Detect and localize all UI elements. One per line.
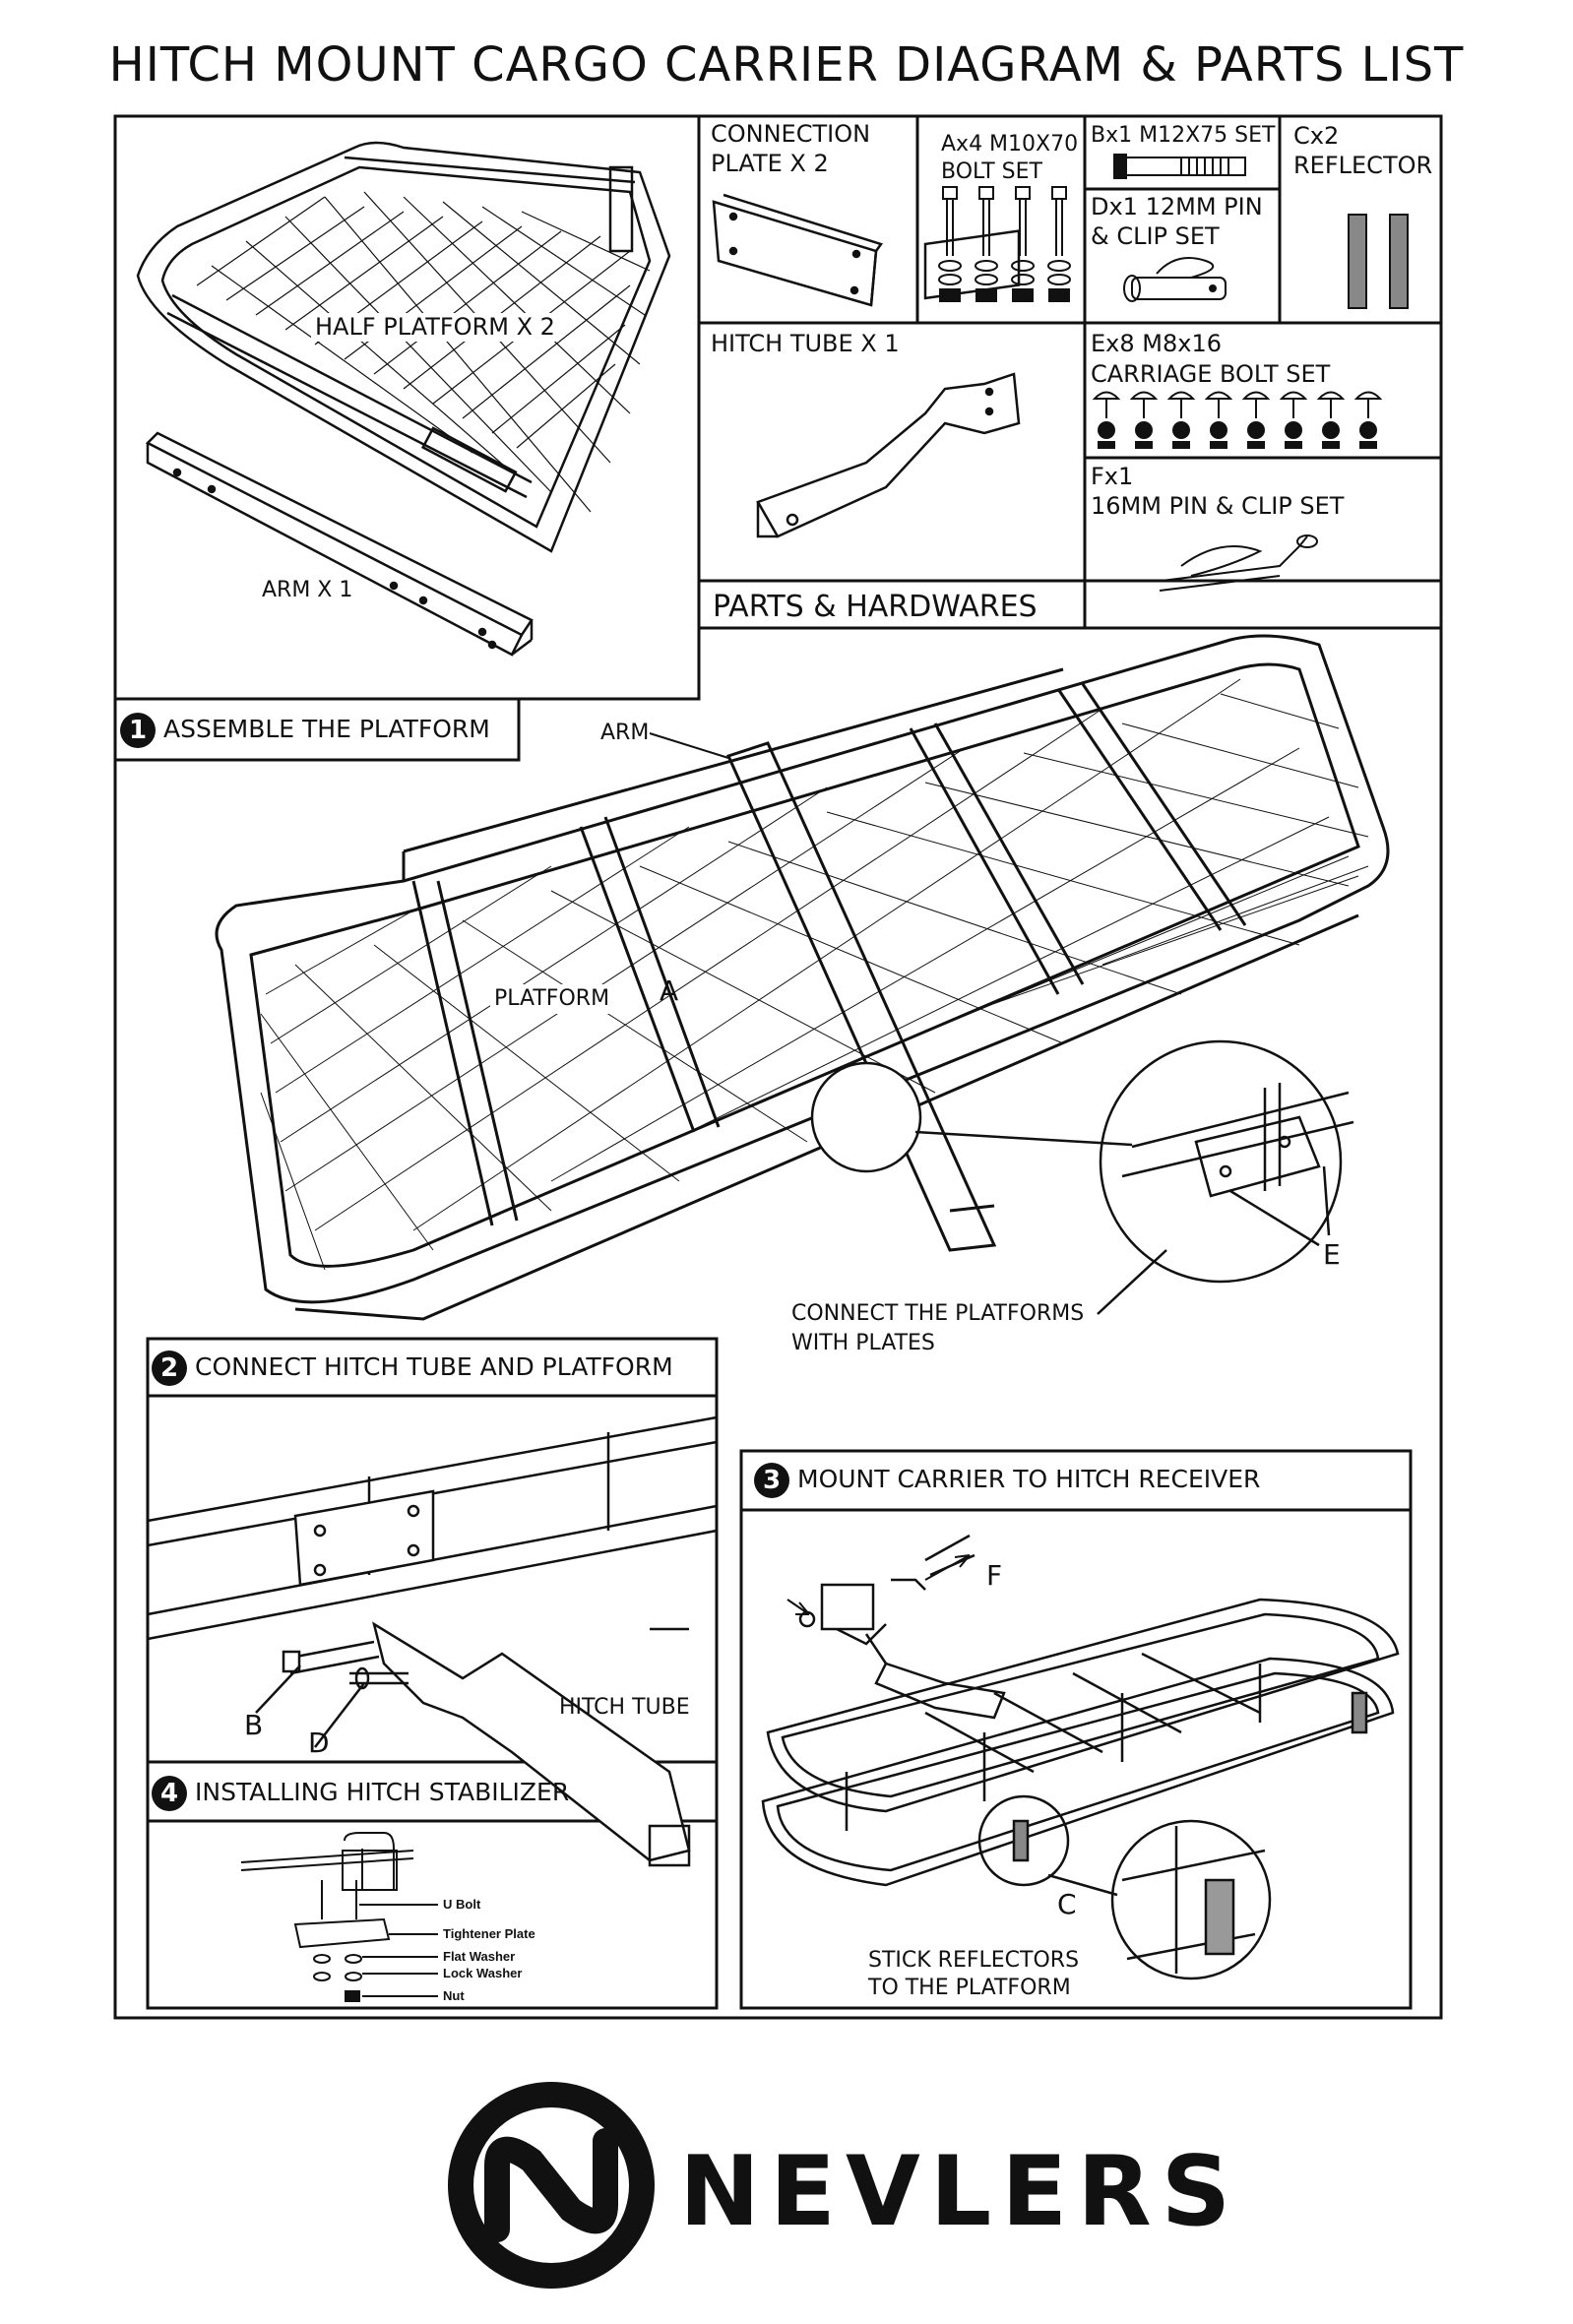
step4-heading: 4 INSTALLING HITCH STABILIZER — [152, 1774, 569, 1811]
detail-circles — [810, 1039, 1343, 1284]
brand-wordmark: NEVLERS — [679, 2136, 1241, 2248]
pin-f-label-2: 16MM PIN & CLIP SET — [1091, 492, 1345, 520]
carriage-bolt-e-drawing — [1092, 391, 1381, 450]
c-callout: C — [1057, 1888, 1077, 1920]
connect-caption-2: WITH PLATES — [791, 1331, 935, 1355]
step2-heading: 2 CONNECT HITCH TUBE AND PLATFORM — [152, 1349, 673, 1386]
parts-hardwares-heading: PARTS & HARDWARES — [713, 590, 1038, 624]
step2-number: 2 — [152, 1350, 187, 1386]
hitch-tube-part-label: HITCH TUBE X 1 — [711, 330, 900, 357]
step3-panel — [739, 1449, 1413, 2010]
bolt-b-label: Bx1 M12X75 SET — [1091, 123, 1276, 148]
step2-drawing — [147, 1415, 718, 1867]
connection-plate-drawing — [712, 193, 884, 307]
main-platform-mesh — [260, 678, 1369, 1271]
step2-title: CONNECT HITCH TUBE AND PLATFORM — [195, 1352, 673, 1381]
half-platform-drawing — [136, 141, 671, 553]
u-bolt-label: U Bolt — [443, 1897, 481, 1912]
pin-f-drawing — [1159, 534, 1318, 592]
arm-drawing — [145, 431, 534, 657]
bolt-b-drawing — [1113, 154, 1246, 179]
connection-plate-label-1: CONNECTION — [711, 120, 871, 148]
reflector-c-label-2: REFLECTOR — [1293, 152, 1433, 179]
a-callout: A — [660, 974, 679, 1007]
b-callout: B — [244, 1709, 264, 1741]
hitch-tube-drawing — [756, 229, 1021, 538]
outer-frame — [113, 114, 1443, 2020]
f-callout: F — [986, 1559, 1003, 1592]
half-platform-mesh — [196, 191, 651, 513]
step1-number: 1 — [120, 713, 156, 748]
bolt-a-drawing — [938, 186, 1071, 302]
platform-callout: PLATFORM — [490, 984, 614, 1014]
carriage-bolt-e-label-2: CARRIAGE BOLT SET — [1091, 360, 1331, 388]
nut-label: Nut — [443, 1988, 465, 2003]
step2-panel — [146, 1337, 719, 2010]
step1-title: ASSEMBLE THE PLATFORM — [163, 715, 490, 743]
pin-f-label-1: Fx1 — [1091, 463, 1134, 490]
reflector-caption-1: STICK REFLECTORS — [868, 1948, 1080, 1973]
step3-number: 3 — [754, 1463, 789, 1498]
step3-drawing — [761, 1534, 1400, 1980]
pin-d-label-2: & CLIP SET — [1091, 222, 1220, 250]
pin-d-drawing — [1123, 257, 1227, 302]
connection-plate-label-2: PLATE X 2 — [711, 150, 829, 177]
nevlers-logo-mark — [448, 2082, 655, 2289]
flat-washer-label: Flat Washer — [443, 1949, 516, 1964]
d-callout: D — [308, 1727, 330, 1759]
step4-drawing — [240, 1832, 438, 2002]
reflector-c-drawing — [1348, 214, 1409, 309]
lock-washer-label: Lock Washer — [443, 1966, 523, 1980]
arm-callout: ARM — [600, 721, 650, 745]
step3-title: MOUNT CARRIER TO HITCH RECEIVER — [797, 1465, 1261, 1493]
step4-title: INSTALLING HITCH STABILIZER — [195, 1778, 570, 1806]
connect-caption-1: CONNECT THE PLATFORMS — [791, 1301, 1085, 1326]
step3-arrows — [786, 1554, 971, 1615]
page-title: HITCH MOUNT CARGO CARRIER DIAGRAM & PART… — [108, 37, 1465, 93]
bolt-a-label-1: Ax4 M10X70 — [941, 132, 1079, 157]
carriage-bolt-e-label-1: Ex8 M8x16 — [1091, 330, 1222, 357]
half-platform-label: HALF PLATFORM X 2 — [311, 313, 559, 342]
pin-d-label-1: Dx1 12MM PIN — [1091, 193, 1263, 220]
step4-number: 4 — [152, 1776, 187, 1811]
reflector-c-label-1: Cx2 — [1293, 122, 1340, 150]
reflector-caption-2: TO THE PLATFORM — [868, 1976, 1071, 2000]
step3-heading: 3 MOUNT CARRIER TO HITCH RECEIVER — [754, 1461, 1260, 1498]
main-platform-drawing — [215, 634, 1390, 1321]
step1-header-box — [113, 697, 521, 762]
tightener-plate-label: Tightener Plate — [443, 1926, 535, 1941]
plate-detail — [914, 1083, 1354, 1315]
e-callout: E — [1323, 1238, 1341, 1271]
arm-part-label: ARM X 1 — [262, 578, 353, 602]
bolt-a-label-2: BOLT SET — [941, 159, 1042, 184]
hitch-tube-callout: HITCH TUBE — [559, 1695, 690, 1720]
